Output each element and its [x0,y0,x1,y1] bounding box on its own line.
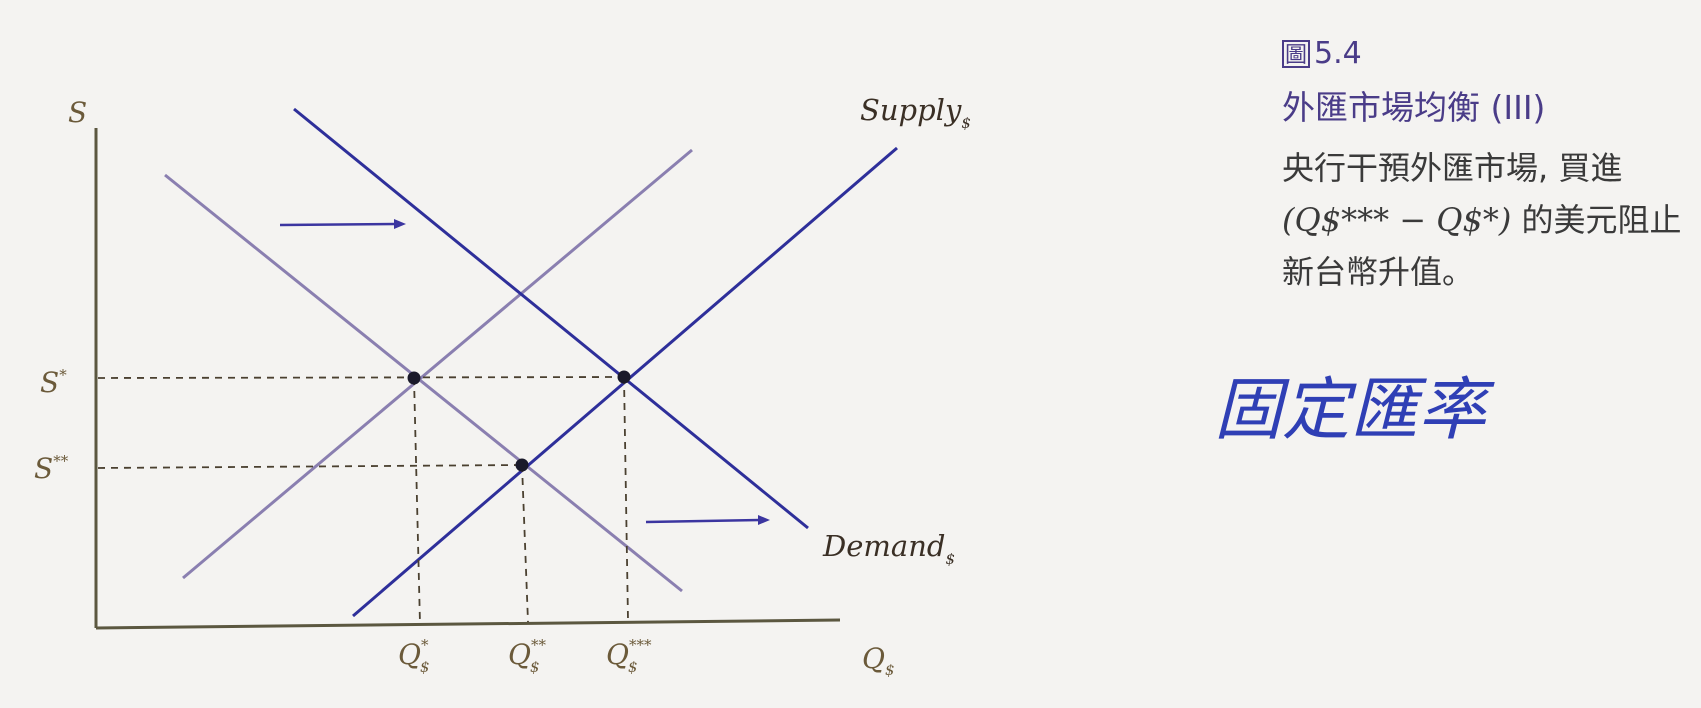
q-triple-star-label: Q*** [606,636,652,671]
figure-caption: 圖 5.4 外匯市場均衡 (III) 央行干預外匯市場, 買進 (Q$*** −… [1282,36,1682,298]
old-supply-curve [182,148,693,580]
figure-description: 央行干預外匯市場, 買進 (Q$*** − Q$*) 的美元阻止 新台幣升值。 [1282,142,1682,298]
description-line-2-suffix: 的美元阻止 [1521,201,1682,239]
equilibrium-point-intervention [617,370,631,384]
new-demand-curve [293,107,809,530]
y-axis-label: S [68,96,87,129]
figure-title: 外匯市場均衡 (III) [1282,88,1546,127]
s-double-star-guide [97,464,523,469]
x-axis [95,618,841,630]
description-line-3: 新台幣升值。 [1282,253,1475,291]
demand-shift-arrow [279,219,406,229]
s-star-label: S* [40,366,67,399]
description-formula: (Q$*** − Q$*) [1282,201,1512,239]
description-line-2: (Q$*** − Q$*) 的美元阻止 [1282,194,1682,246]
equilibrium-point-original [407,371,421,385]
q-double-star-label: Q** [508,636,546,671]
q-triple-star-guide [623,376,629,621]
old-demand-curve [164,173,683,593]
equilibrium-point-free-float [515,458,529,472]
supply-label: Supply$ [860,93,971,132]
handwritten-note: 固定匯率 [1214,371,1495,450]
figure-number: 5.4 [1314,36,1362,71]
s-star-guide [97,376,625,379]
x-axis-label: Q$ [862,642,895,679]
description-line-1: 央行干預外匯市場, 買進 [1282,149,1623,187]
q-double-star-guide [521,464,529,623]
q-star-sub: $ [420,658,430,676]
q-star-guide [413,377,421,625]
figure-number-row: 圖 5.4 [1282,36,1682,72]
q-star-label: Q* [398,636,429,671]
q-double-star-sub: $ [530,658,540,676]
demand-label: Demand$ [822,529,955,568]
handwritten-note-text: 固定匯率 [1214,371,1495,450]
supply-shift-arrow [645,515,770,525]
figure-prefix-glyph: 圖 [1282,40,1310,68]
s-double-star-label: S** [34,452,69,485]
q-triple-star-sub: $ [628,658,638,676]
